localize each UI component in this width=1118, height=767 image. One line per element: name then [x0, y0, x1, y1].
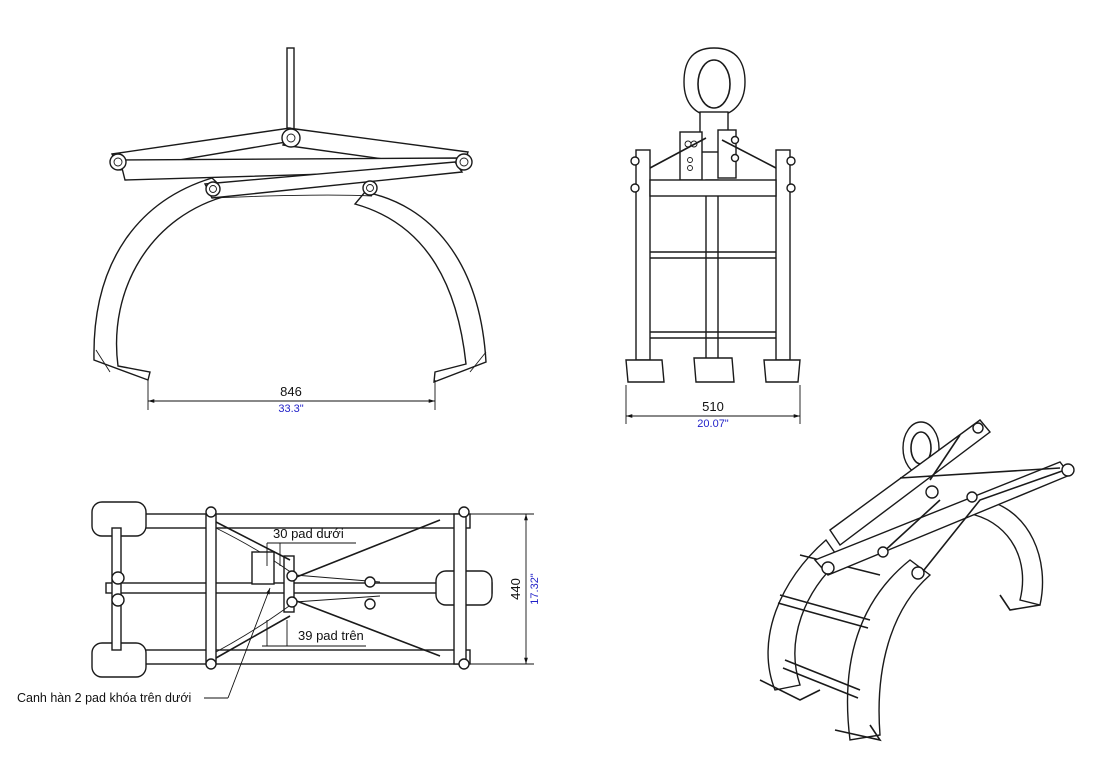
- left-post: [635, 149, 651, 361]
- pivot-pins: [109, 128, 473, 197]
- latch-block: [251, 551, 275, 585]
- center-rail: [105, 582, 493, 594]
- front-width-inch: 33.3": [278, 403, 303, 415]
- iso-back-jaw: [973, 499, 1044, 606]
- bottom-rail: [93, 649, 471, 665]
- pad-lower-label: 30 pad dưới: [273, 526, 344, 541]
- left-jaw: [93, 177, 232, 381]
- right-post: [775, 149, 791, 361]
- right-jaw: [353, 191, 487, 384]
- center-post: [705, 179, 719, 361]
- right-pad: [763, 359, 801, 383]
- isometric-view: [759, 419, 1075, 742]
- center-pad: [693, 357, 735, 383]
- top-width-inch: 17.32": [529, 573, 541, 605]
- lifting-eye: [683, 47, 746, 117]
- lifting-bar: [286, 47, 295, 137]
- weld-note: Canh hàn 2 pad khóa trên dưới: [17, 691, 191, 705]
- top-view: 440 17.32" 30 pad dưới 39 pad trên Canh …: [17, 501, 541, 705]
- bolts: [111, 506, 470, 670]
- front-view: 846 33.3": [93, 47, 487, 415]
- iso-front-jaw: [767, 538, 841, 691]
- top-width-mm: 440: [508, 578, 523, 600]
- side-width-inch: 20.07": [697, 418, 729, 430]
- left-pad: [625, 359, 665, 383]
- front-width-mm: 846: [280, 384, 302, 399]
- iso-pins: [821, 422, 1075, 580]
- side-width-mm: 510: [702, 399, 724, 414]
- side-view: 510 20.07": [625, 47, 801, 430]
- pad-upper-label: 39 pad trên: [298, 628, 364, 643]
